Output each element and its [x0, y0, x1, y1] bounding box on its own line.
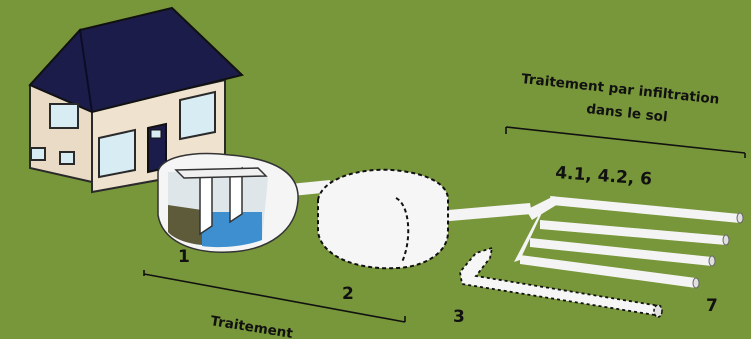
brackets	[143, 126, 746, 323]
drain-pipe	[540, 220, 726, 245]
label-treatment: Traitement	[209, 313, 294, 339]
roof	[28, 6, 245, 114]
tank-2	[317, 168, 449, 270]
label-infiltration-line2: dans le sol	[586, 101, 669, 125]
water	[202, 212, 262, 248]
outlet-drain-3	[459, 246, 663, 318]
drain-pipe	[530, 238, 712, 266]
label-1: 1	[178, 247, 190, 267]
label-infiltration-line1: Traitement par infiltration	[521, 71, 721, 108]
side-window	[179, 90, 216, 141]
infiltration-field	[514, 196, 744, 289]
sludge	[168, 205, 202, 245]
attic-window	[49, 103, 79, 129]
drain-pipe	[550, 196, 740, 223]
small-window	[59, 151, 75, 165]
label-3: 3	[453, 307, 465, 327]
septic-tank-1	[157, 152, 299, 253]
label-2: 2	[342, 284, 354, 304]
drain-pipe	[520, 255, 696, 288]
label-7: 7	[706, 296, 718, 316]
side-window	[98, 128, 136, 179]
small-window	[30, 147, 46, 161]
label-4-group: 4.1, 4.2, 6	[555, 163, 653, 190]
